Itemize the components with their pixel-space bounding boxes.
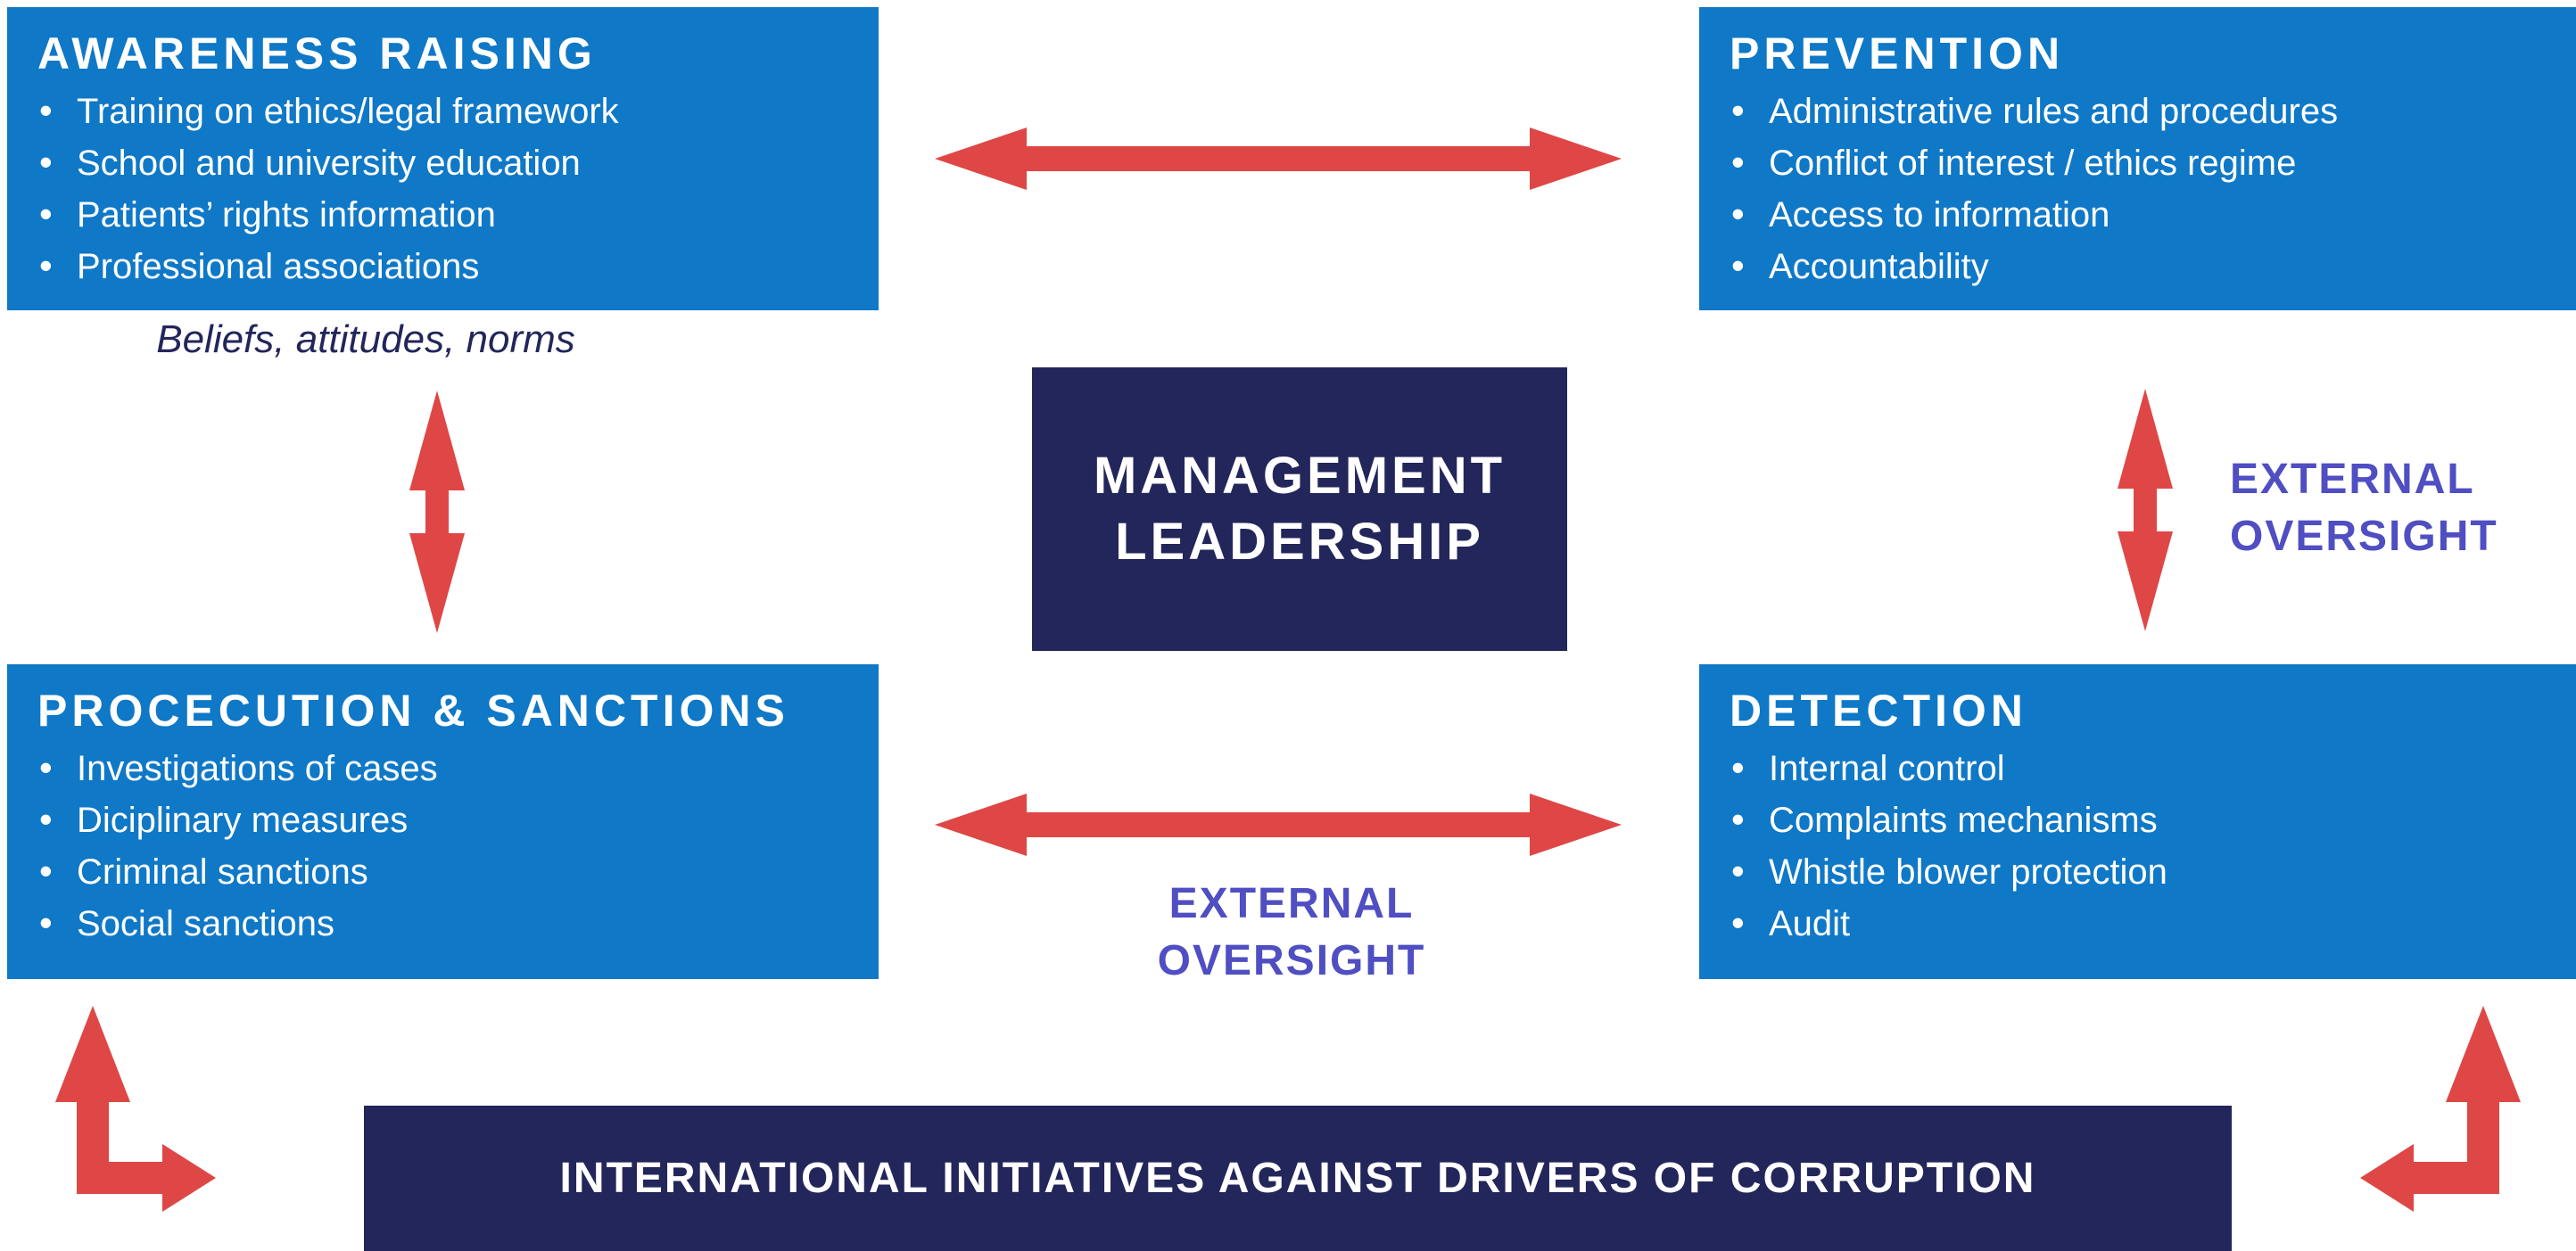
double-arrow-awareness-prevention-icon <box>935 128 1622 190</box>
list-item: Complaints mechanisms <box>1730 794 2555 846</box>
external-oversight-label-right: EXTERNAL OVERSIGHT <box>2230 451 2498 565</box>
prevention-list: Administrative rules and procedures Conf… <box>1730 85 2555 292</box>
double-arrow-awareness-procecution-icon <box>409 391 465 633</box>
oversight-line: OVERSIGHT <box>1157 937 1426 984</box>
list-item: Administrative rules and procedures <box>1730 85 2555 137</box>
awareness-raising-box: AWARENESS RAISING Training on ethics/leg… <box>7 7 879 310</box>
list-item: Diciplinary measures <box>37 794 857 846</box>
elbow-arrow-bottom-left-icon <box>55 1006 216 1212</box>
oversight-line: OVERSIGHT <box>2230 513 2498 560</box>
list-item: Accountability <box>1730 240 2555 292</box>
awareness-raising-list: Training on ethics/legal framework Schoo… <box>37 85 857 292</box>
list-item: Professional associations <box>37 240 857 292</box>
international-initiatives-bar: INTERNATIONAL INITIATIVES AGAINST DRIVER… <box>364 1106 2232 1251</box>
external-line: EXTERNAL <box>1168 880 1415 927</box>
procecution-sanctions-list: Investigations of cases Diciplinary meas… <box>37 742 857 950</box>
beliefs-attitudes-norms-label: Beliefs, attitudes, norms <box>156 317 575 361</box>
list-item: Investigations of cases <box>37 742 857 794</box>
external-line: EXTERNAL <box>2230 456 2475 503</box>
prevention-title: PREVENTION <box>1730 29 2065 78</box>
procecution-sanctions-title: PROCECUTION & SANCTIONS <box>37 686 789 736</box>
list-item: School and university education <box>37 136 857 189</box>
list-item: Whistle blower protection <box>1730 845 2555 898</box>
double-arrow-prevention-detection-icon <box>2118 389 2173 631</box>
management-leadership-box: MANAGEMENT LEADERSHIP <box>1032 367 1567 651</box>
leadership-line: LEADERSHIP <box>1115 513 1484 571</box>
list-item: Access to information <box>1730 188 2555 241</box>
detection-box: DETECTION Internal control Complaints me… <box>1699 664 2576 979</box>
international-initiatives-text: INTERNATIONAL INITIATIVES AGAINST DRIVER… <box>559 1155 2036 1202</box>
double-arrow-procecution-detection-icon <box>935 794 1622 856</box>
list-item: Training on ethics/legal framework <box>37 85 857 137</box>
list-item: Criminal sanctions <box>37 845 857 898</box>
list-item: Internal control <box>1730 742 2555 794</box>
awareness-raising-title: AWARENESS RAISING <box>37 29 597 78</box>
external-oversight-label-bottom: EXTERNAL OVERSIGHT <box>1020 876 1564 990</box>
procecution-sanctions-box: PROCECUTION & SANCTIONS Investigations o… <box>7 664 879 979</box>
management-line: MANAGEMENT <box>1093 447 1507 505</box>
list-item: Audit <box>1730 897 2555 950</box>
management-leadership-title: MANAGEMENT LEADERSHIP <box>1094 443 1506 575</box>
list-item: Conflict of interest / ethics regime <box>1730 136 2555 189</box>
detection-title: DETECTION <box>1730 686 2027 736</box>
elbow-arrow-bottom-right-icon <box>2360 1006 2521 1212</box>
list-item: Social sanctions <box>37 897 857 950</box>
list-item: Patients’ rights information <box>37 188 857 241</box>
detection-list: Internal control Complaints mechanisms W… <box>1730 742 2555 950</box>
prevention-box: PREVENTION Administrative rules and proc… <box>1699 7 2576 310</box>
